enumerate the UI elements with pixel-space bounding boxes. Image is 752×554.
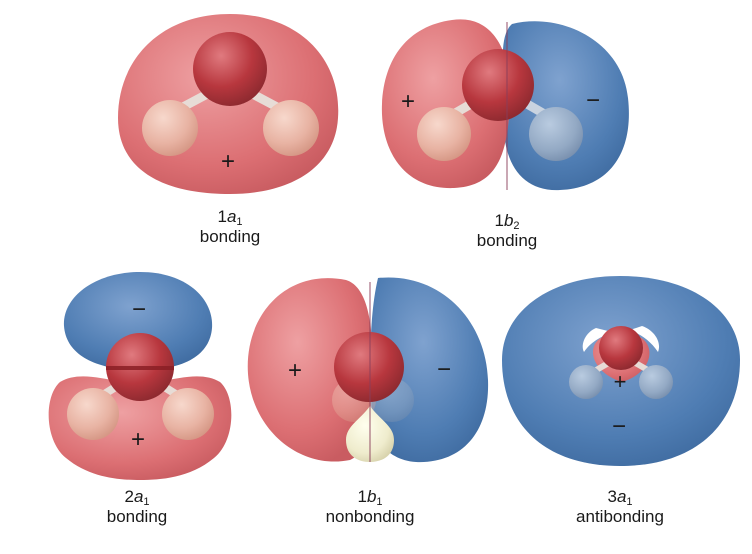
orbital-type: bonding: [106, 507, 168, 526]
hydrogen-atom: [67, 388, 119, 440]
hydrogen-atom: [639, 365, 673, 399]
oxygen-atom: [334, 332, 404, 402]
caption-2a1: 2a1 bonding: [77, 487, 197, 527]
caption-1a1: 1a1 bonding: [170, 207, 290, 247]
phase-sign: −: [437, 356, 451, 383]
hydrogen-atom: [529, 107, 583, 161]
lobe-negative: [63, 272, 213, 370]
orbital-type: bonding: [199, 227, 261, 246]
orbital-symbol: 1a1: [217, 207, 243, 228]
orbital-1a1: +: [118, 14, 339, 194]
orbital-2a1: − +: [48, 272, 232, 480]
orbital-symbol: 1b2: [494, 211, 520, 232]
orbital-3a1: + −: [502, 276, 740, 466]
phase-sign: +: [614, 369, 627, 394]
phase-sign: −: [132, 296, 146, 323]
hydrogen-atom: [569, 365, 603, 399]
hydrogen-atom: [162, 388, 214, 440]
orbital-type: antibonding: [576, 507, 664, 526]
hydrogen-atom: [263, 100, 319, 156]
orbital-type: nonbonding: [325, 507, 415, 526]
oxygen-atom: [599, 326, 643, 370]
orbital-1b1: + −: [247, 277, 489, 463]
orbital-symbol: 1b1: [357, 487, 383, 508]
phase-sign: +: [288, 357, 302, 384]
caption-3a1: 3a1 antibonding: [555, 487, 685, 527]
hydrogen-atom: [142, 100, 198, 156]
nodal-band: [106, 366, 174, 370]
oxygen-atom: [193, 32, 267, 106]
orbital-symbol: 3a1: [607, 487, 633, 508]
caption-1b2: 1b2 bonding: [447, 211, 567, 251]
phase-sign: +: [401, 88, 415, 115]
phase-sign: +: [131, 426, 145, 453]
inner-gap: [630, 326, 660, 352]
orbital-type: bonding: [476, 231, 538, 250]
orbital-1b2: + −: [381, 19, 629, 191]
caption-1b1: 1b1 nonbonding: [305, 487, 435, 527]
hydrogen-atom: [417, 107, 471, 161]
phase-sign: −: [612, 413, 626, 440]
phase-sign: −: [586, 87, 600, 114]
phase-sign: +: [221, 148, 235, 175]
orbital-symbol: 2a1: [124, 487, 150, 508]
oxygen-atom: [462, 49, 534, 121]
